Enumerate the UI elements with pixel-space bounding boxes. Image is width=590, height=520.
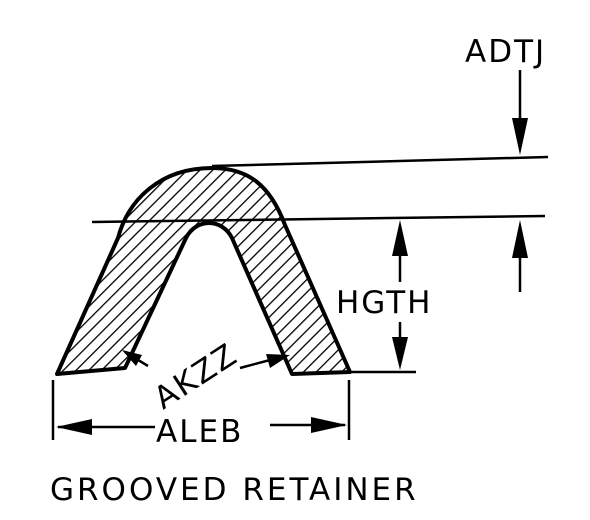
adtj-dimension [512, 70, 528, 292]
label-aleb: ALEB [156, 414, 243, 450]
label-adtj: ADTJ [465, 34, 546, 70]
label-hgth: HGTH [336, 285, 432, 321]
hgth-dimension [392, 220, 408, 370]
label-akzz: AKZZ [148, 336, 245, 416]
retainer-profile [55, 166, 352, 376]
akzz-angle-arrows [122, 350, 290, 370]
top-extension-line [211, 155, 549, 168]
aleb-dimension [51, 380, 351, 440]
diagram-title: GROOVED RETAINER [50, 472, 419, 508]
inner-extension-line [91, 214, 546, 224]
